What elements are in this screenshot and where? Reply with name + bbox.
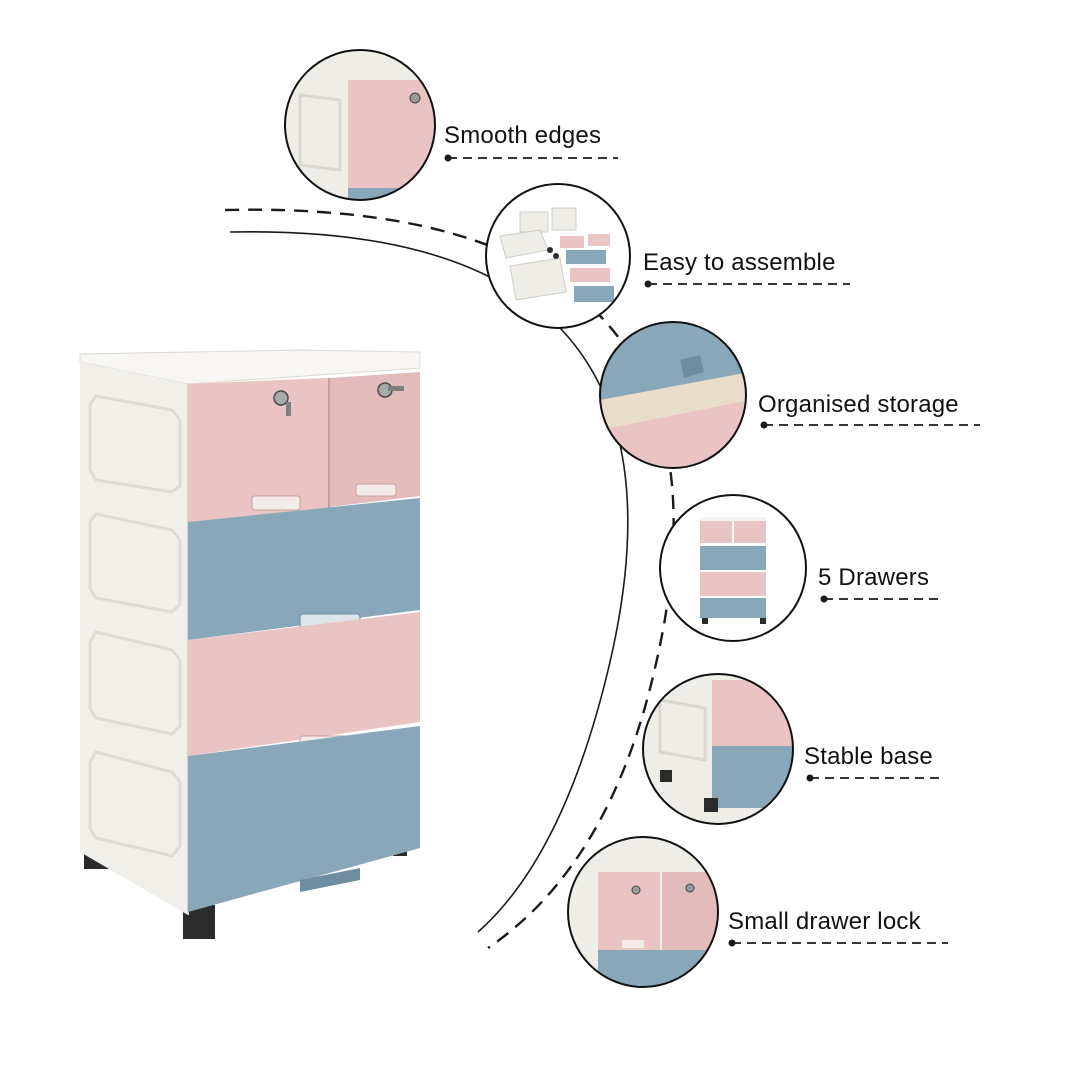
drawer-blue-1 (188, 498, 420, 640)
assembly-parts (485, 183, 631, 329)
base-feet-closeup (642, 673, 794, 825)
feature-label-stable-base: Stable base (804, 743, 933, 770)
label-dots (444, 154, 828, 947)
handle-slot-left (251, 495, 301, 511)
label-underlines (448, 157, 980, 944)
small-drawer-left (188, 378, 328, 522)
feature-label-5-drawers: 5 Drawers (818, 564, 930, 591)
smooth-edges-closeup (284, 49, 436, 201)
feature-label-easy-to-assemble: Easy to assemble (643, 249, 836, 276)
side-panel (80, 362, 188, 915)
solid-arc (229, 231, 629, 933)
lock-right (377, 382, 404, 398)
lock-left (273, 390, 291, 416)
bottom-cutout (300, 868, 360, 892)
handle-slot-right (355, 483, 397, 497)
feature-label-organised-storage: Organised storage (758, 391, 959, 418)
dashed-arc (224, 208, 675, 949)
feature-label-small-drawer-lock: Small drawer lock (728, 908, 921, 935)
lock-closeup (567, 836, 719, 988)
drawer-pink-2 (188, 612, 420, 756)
drawer-unit-illustration (79, 349, 421, 939)
drawer-blue-3 (188, 726, 420, 912)
drawer-unit-thumbnail (659, 494, 807, 642)
feature-label-smooth-edges: Smooth edges (444, 122, 602, 149)
small-drawer-right (330, 372, 420, 507)
open-drawer-closeup (599, 321, 747, 469)
side-emboss-frames (88, 394, 182, 858)
